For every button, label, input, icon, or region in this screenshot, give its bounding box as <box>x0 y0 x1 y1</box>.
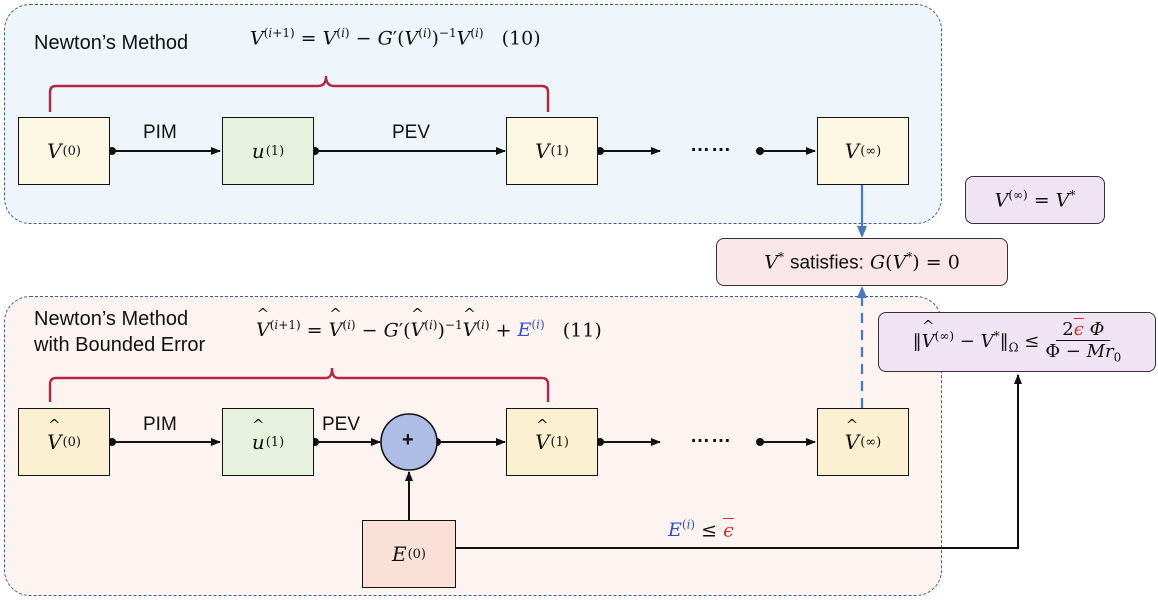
edge-label-pev-bottom: PEV <box>322 414 361 435</box>
node-vhat0: V(0) <box>18 408 110 476</box>
satisfies-text: satisfies: <box>789 252 864 274</box>
error-bound-label: E(i) ≤ ϵ <box>668 518 734 542</box>
sum-node-shape <box>380 413 438 471</box>
node-e0: E(0) <box>362 520 456 588</box>
equation-number-11: (11) <box>562 319 602 342</box>
bottom-panel <box>4 296 942 596</box>
ellipsis-top: …… <box>690 134 732 156</box>
edge-label-pev-top: PEV <box>392 122 431 143</box>
satisfies-box: V* satisfies: G(V*) = 0 <box>716 238 1008 286</box>
node-vinf: V(∞) <box>817 117 909 185</box>
node-u1: u(1) <box>222 117 314 185</box>
bottom-panel-title-line1: Newton’s Method <box>34 308 189 330</box>
bottom-panel-title-line2: with Bounded Error <box>34 334 206 356</box>
edge-label-pim-top: PIM <box>143 122 177 143</box>
node-v1: V(1) <box>506 117 598 185</box>
newton-update-equation: V(i+1) = V(i) − G′(V(i))−1V(i) (10) <box>250 26 541 50</box>
node-v0: V(0) <box>18 117 110 185</box>
node-uhat1: u(1) <box>222 408 314 476</box>
vinf-equals-vstar-box: V(∞) = V* <box>965 176 1105 224</box>
node-vhatinf: V(∞) <box>817 408 909 476</box>
ellipsis-bottom: …… <box>690 425 732 447</box>
sum-symbol: + <box>402 429 414 451</box>
top-panel-title: Newton’s Method <box>34 32 189 54</box>
equation-number-10: (10) <box>501 27 541 50</box>
bottom-brace <box>48 367 550 402</box>
error-bound-box: ‖V(∞) − V*‖Ω ≤ 2ϵ Φ Φ − Mr0 <box>878 312 1156 372</box>
top-panel <box>4 4 942 224</box>
newton-bounded-error-equation: V(i+1) = V(i) − G′(V(i))−1V(i) + E(i) (1… <box>256 318 602 341</box>
edge-label-pim-bottom: PIM <box>143 414 177 435</box>
bottom-edges <box>108 374 1022 549</box>
node-vhat1: V(1) <box>506 408 598 476</box>
top-brace <box>48 75 550 112</box>
